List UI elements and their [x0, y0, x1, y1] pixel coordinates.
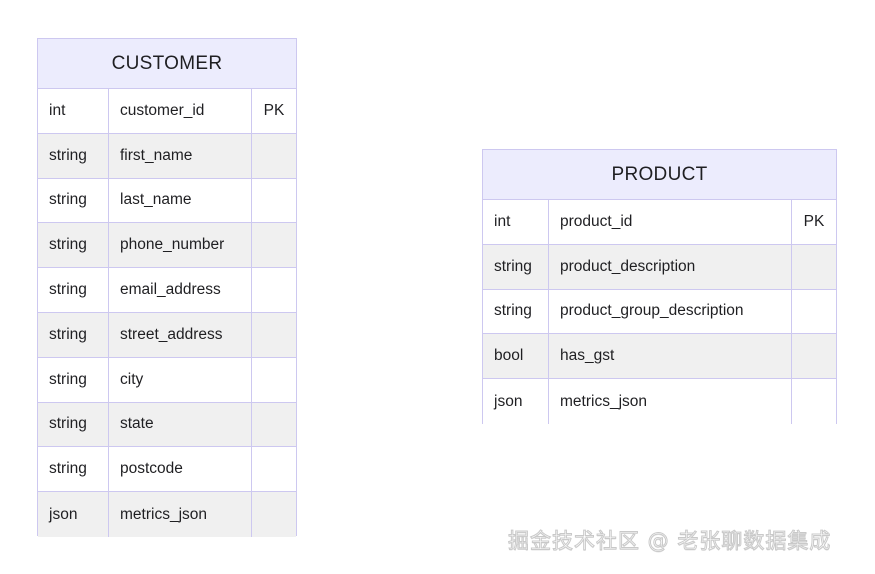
entity-product[interactable]: PRODUCT int product_id PK string product…	[482, 149, 837, 424]
attribute-row[interactable]: int customer_id PK	[38, 89, 296, 134]
entity-product-attribute-list: int product_id PK string product_descrip…	[483, 200, 836, 424]
attribute-name: customer_id	[109, 89, 252, 133]
attribute-type: bool	[483, 334, 549, 379]
attribute-row[interactable]: string product_description	[483, 244, 836, 290]
attribute-key	[252, 134, 296, 178]
attribute-key	[252, 447, 296, 491]
attribute-type: string	[38, 447, 109, 492]
attribute-key	[792, 379, 836, 424]
attribute-name: last_name	[109, 178, 252, 223]
entity-customer[interactable]: CUSTOMER int customer_id PK string first…	[37, 38, 297, 537]
attribute-type: int	[38, 89, 109, 133]
attribute-name: street_address	[109, 312, 252, 357]
attribute-name: metrics_json	[109, 492, 252, 537]
entity-customer-title: CUSTOMER	[38, 39, 296, 89]
attribute-name: state	[109, 402, 252, 447]
attribute-name: first_name	[109, 133, 252, 178]
attribute-key: PK	[803, 212, 825, 230]
attribute-type: string	[38, 133, 109, 178]
attribute-key	[252, 179, 296, 223]
attribute-key	[252, 492, 296, 537]
attribute-key	[252, 313, 296, 357]
attribute-row[interactable]: string phone_number	[38, 223, 296, 269]
attribute-type: string	[38, 223, 109, 268]
attribute-row[interactable]: string first_name	[38, 133, 296, 179]
attribute-row[interactable]: string postcode	[38, 447, 296, 493]
attribute-row[interactable]: string email_address	[38, 268, 296, 313]
attribute-name: product_description	[549, 244, 792, 289]
attribute-type: int	[483, 200, 549, 244]
attribute-row[interactable]: string city	[38, 357, 296, 403]
attribute-type: string	[38, 402, 109, 447]
attribute-key	[252, 268, 296, 312]
attribute-key	[792, 245, 836, 289]
attribute-name: city	[109, 357, 252, 402]
attribute-name: email_address	[109, 268, 252, 312]
attribute-type: string	[38, 312, 109, 357]
attribute-name: phone_number	[109, 223, 252, 268]
attribute-type: string	[38, 178, 109, 223]
attribute-key	[252, 358, 296, 402]
attribute-key	[792, 334, 836, 378]
attribute-key	[252, 403, 296, 447]
attribute-type: string	[483, 289, 549, 334]
attribute-row[interactable]: json metrics_json	[483, 379, 836, 424]
attribute-name: product_group_description	[549, 289, 792, 334]
attribute-row[interactable]: int product_id PK	[483, 200, 836, 245]
attribute-name: postcode	[109, 447, 252, 492]
attribute-key	[792, 290, 836, 334]
attribute-row[interactable]: bool has_gst	[483, 334, 836, 380]
attribute-type: string	[38, 268, 109, 312]
attribute-row[interactable]: string state	[38, 402, 296, 448]
attribute-row[interactable]: json metrics_json	[38, 492, 296, 537]
entity-product-title: PRODUCT	[483, 150, 836, 200]
attribute-key: PK	[263, 101, 285, 119]
attribute-type: string	[38, 357, 109, 402]
attribute-name: has_gst	[549, 334, 792, 379]
attribute-type: json	[38, 492, 109, 537]
watermark-text: 掘金技术社区 @ 老张聊数据集成	[507, 529, 832, 554]
attribute-type: string	[483, 244, 549, 289]
attribute-row[interactable]: string street_address	[38, 312, 296, 358]
attribute-name: product_id	[549, 200, 792, 244]
attribute-row[interactable]: string last_name	[38, 178, 296, 224]
entity-customer-attribute-list: int customer_id PK string first_name str…	[38, 89, 296, 537]
attribute-type: json	[483, 379, 549, 424]
attribute-row[interactable]: string product_group_description	[483, 289, 836, 335]
attribute-key	[252, 223, 296, 267]
attribute-name: metrics_json	[549, 379, 792, 424]
